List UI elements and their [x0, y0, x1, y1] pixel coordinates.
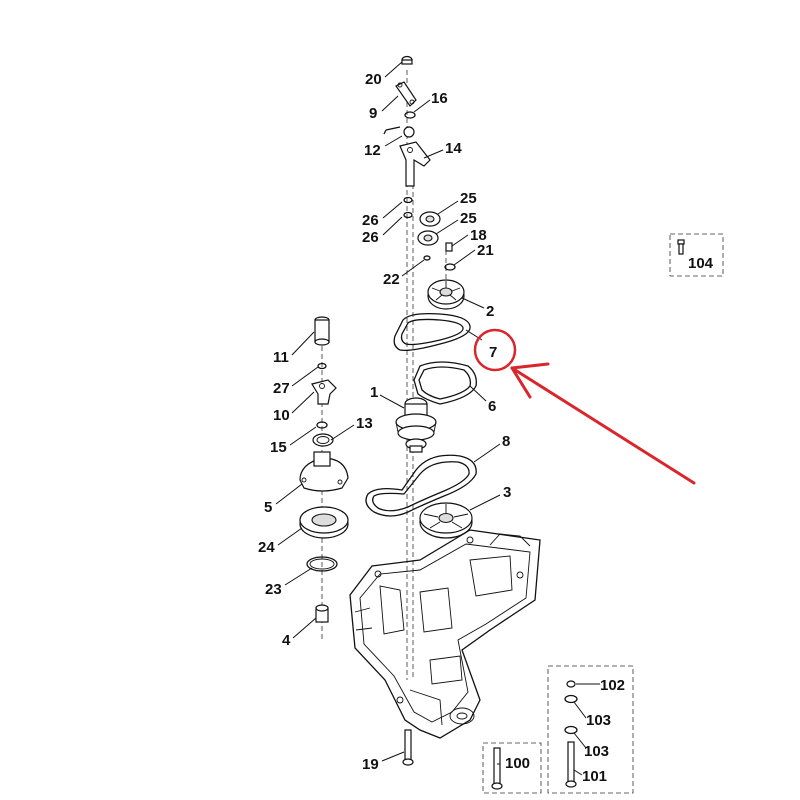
- label-13: 13: [356, 415, 373, 432]
- label-100: 100: [505, 755, 530, 772]
- label-20: 20: [365, 71, 382, 88]
- label-102: 102: [600, 677, 625, 694]
- part-23-circlip: [306, 556, 338, 572]
- leader-lines: [275, 61, 600, 776]
- label-26-b: 26: [362, 229, 379, 246]
- label-25-b: 25: [460, 210, 477, 227]
- label-22: 22: [383, 271, 400, 288]
- label-24: 24: [258, 539, 275, 556]
- label-12: 12: [364, 142, 381, 159]
- label-103-b: 103: [584, 743, 609, 760]
- label-6: 6: [488, 398, 496, 415]
- part-20-nut: [401, 55, 413, 65]
- label-18: 18: [470, 227, 487, 244]
- part-16-washer: [404, 111, 416, 119]
- highlight-arrow-shaft: [510, 366, 696, 485]
- label-11: 11: [273, 349, 289, 366]
- label-101: 101: [582, 768, 607, 785]
- part-24-bearing: [299, 506, 349, 539]
- part-21-washer: [444, 263, 456, 271]
- label-15: 15: [270, 439, 287, 456]
- label-5: 5: [264, 499, 272, 516]
- label-16: 16: [431, 90, 448, 107]
- part-18-bolt: [445, 242, 453, 252]
- part-2-pulley: [427, 279, 465, 310]
- kit-box-100: [482, 742, 542, 794]
- part-6-belt-guide: [413, 361, 477, 405]
- label-10: 10: [273, 407, 290, 424]
- label-2: 2: [486, 303, 494, 320]
- kit-box-101-103: [547, 665, 634, 794]
- part-26-washer-a: [403, 196, 413, 204]
- part-5-cover: [299, 451, 349, 492]
- highlight-circle: [473, 328, 517, 372]
- label-104: 104: [688, 255, 714, 272]
- part-22-pin: [423, 255, 431, 261]
- label-14: 14: [445, 140, 462, 157]
- part-25-bearing-b: [417, 230, 439, 246]
- part-8-belt: [365, 454, 477, 517]
- part-3-pulley: [419, 502, 473, 539]
- label-103-a: 103: [586, 712, 611, 729]
- callout-labels: 20 9 16 12 14 25 26 25 26 18 21 22 2 7 1…: [258, 71, 714, 785]
- label-4: 4: [282, 632, 291, 649]
- label-9: 9: [369, 105, 377, 122]
- label-8: 8: [502, 433, 510, 450]
- part-19-bolt: [402, 729, 414, 766]
- highlight-arrow-head: [510, 362, 550, 399]
- label-1: 1: [370, 384, 378, 401]
- highlight-annotation: [473, 328, 696, 485]
- label-23: 23: [265, 581, 282, 598]
- label-25-a: 25: [460, 190, 477, 207]
- part-25-bearing-a: [419, 211, 441, 227]
- part-27-washer: [317, 362, 327, 370]
- label-19: 19: [362, 756, 379, 773]
- label-21: 21: [477, 242, 494, 259]
- part-11-shaft: [314, 316, 330, 346]
- label-7: 7: [489, 344, 497, 361]
- part-26-washer-b: [403, 211, 413, 219]
- main-housing: [349, 529, 541, 739]
- part-14-bracket: [399, 141, 431, 187]
- part-15-washer: [316, 421, 328, 429]
- part-13-seal: [312, 433, 334, 447]
- part-4-bushing: [315, 604, 329, 623]
- part-1-spindle: [395, 397, 437, 453]
- label-3: 3: [503, 484, 511, 501]
- part-10-bracket: [311, 379, 337, 405]
- part-9-lever: [395, 81, 417, 107]
- kit-box-104: [669, 233, 724, 277]
- label-27: 27: [273, 380, 290, 397]
- part-12-spring: [383, 126, 415, 138]
- label-26-a: 26: [362, 212, 379, 229]
- part-7-belt: [393, 312, 471, 352]
